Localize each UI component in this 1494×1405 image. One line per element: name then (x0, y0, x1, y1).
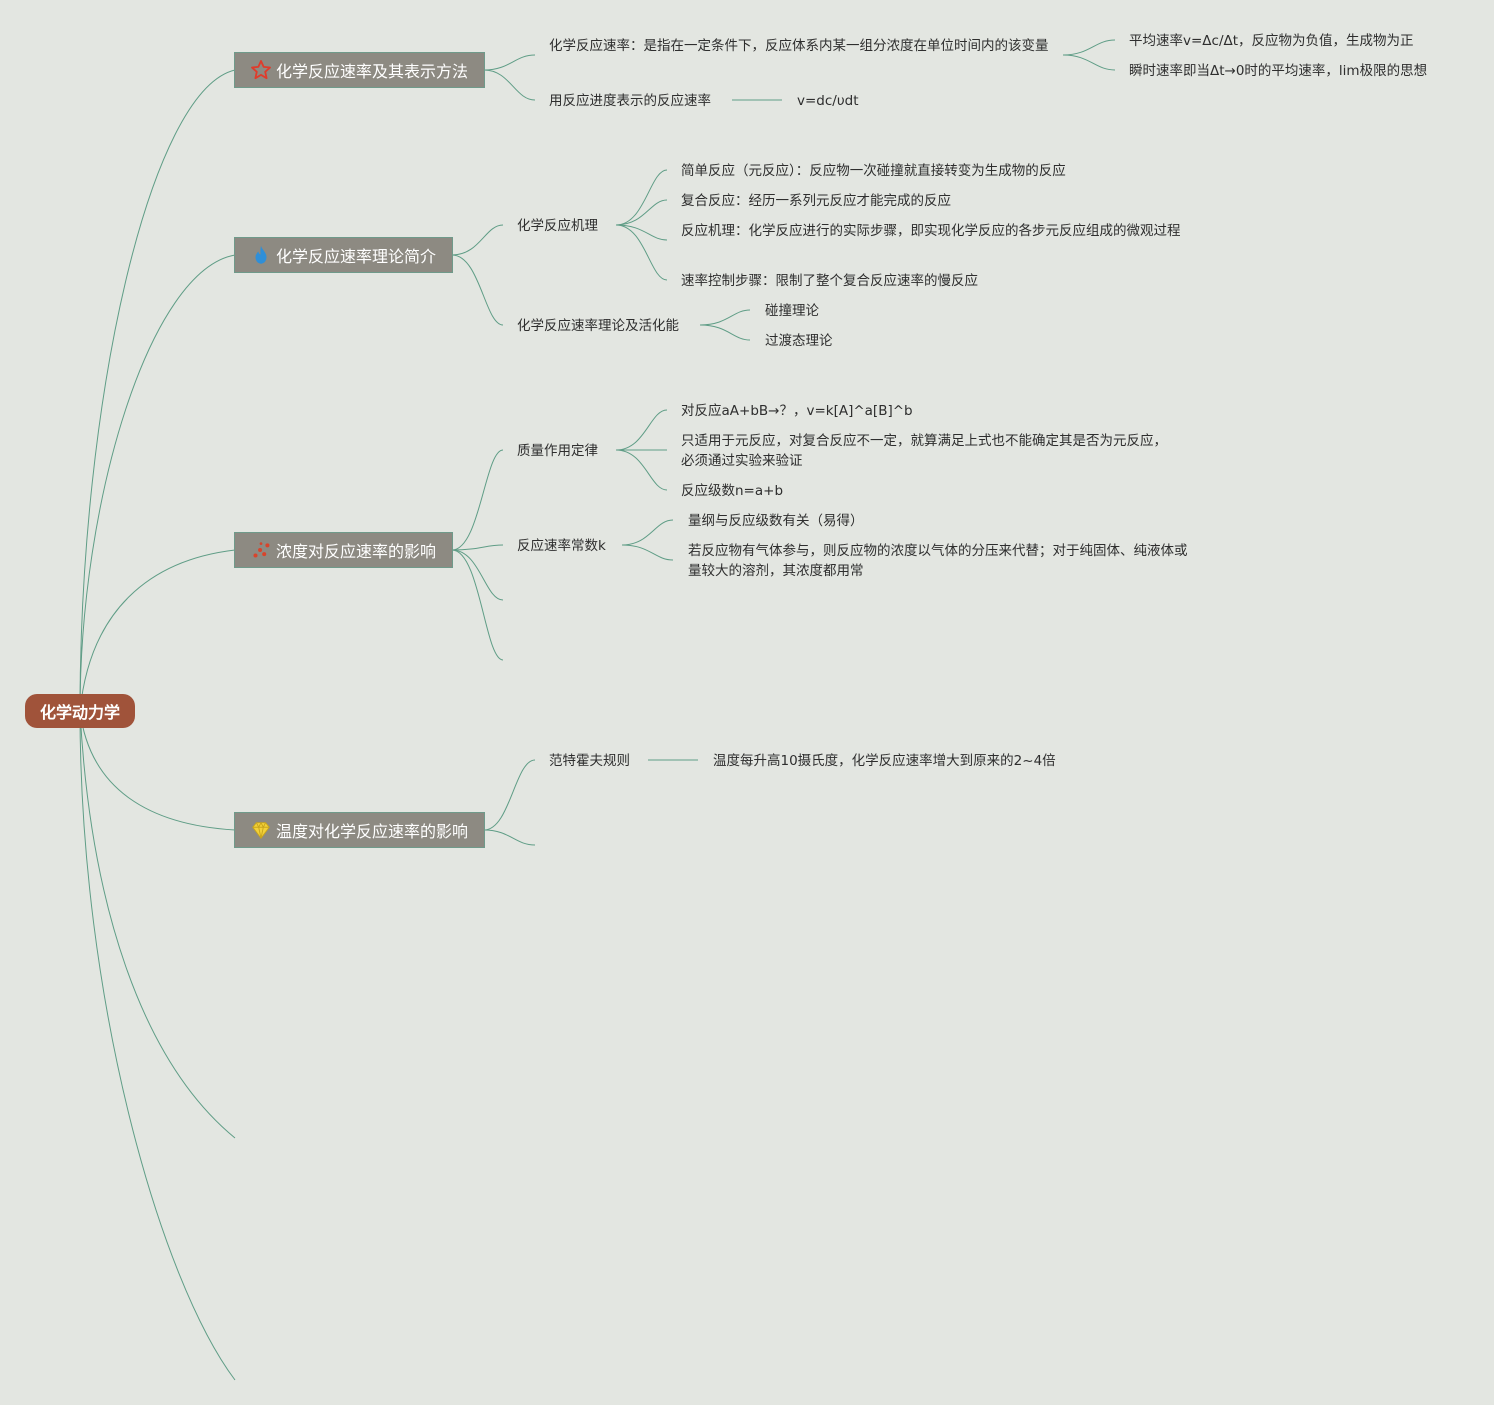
connector-b2c1-leaf4 (615, 224, 668, 281)
node-reaction-mechanism[interactable]: 化学反应机理 (517, 218, 598, 234)
connector-b4-c1 (483, 759, 536, 831)
connector-root-empty-2 (79, 710, 236, 1381)
connector-b1-c2 (483, 69, 536, 101)
connector-root-branch-2 (79, 254, 236, 712)
connector-root-branch-3 (79, 549, 236, 712)
node-activation-energy[interactable]: 化学反应速率理论及活化能 (517, 318, 679, 334)
star-icon (250, 59, 272, 81)
connector-root-empty-1 (79, 710, 236, 1139)
connector-b4-empty1 (483, 829, 536, 846)
connector-b2c2-leaf2 (699, 324, 751, 341)
node-elementary-reaction[interactable]: 简单反应（元反应）：反应物一次碰撞就直接转变为生成物的反应 (681, 163, 1066, 179)
connector-b2c1-leaf2 (615, 199, 668, 226)
node-rate-constant-dimension[interactable]: 量纲与反应级数有关（易得） (688, 513, 864, 529)
connector-root-branch-4 (79, 710, 236, 831)
node-rate-determining-step[interactable]: 速率控制步骤：限制了整个复合反应速率的慢反应 (681, 273, 978, 289)
branch-label: 化学反应速率理论简介 (276, 247, 437, 266)
node-gas-partial-pressure[interactable]: 若反应物有气体参与，则反应物的浓度以气体的分压来代替；对于纯固体、纯液体或量较大… (688, 543, 1188, 579)
node-instant-rate[interactable]: 瞬时速率即当Δt→0时的平均速率，lim极限的思想 (1129, 63, 1428, 79)
connector-b3c2-leaf1 (621, 519, 674, 546)
connector-b1c1-leaf2 (1062, 54, 1116, 71)
branch-concentration-effect[interactable]: 浓度对反应速率的影响 (234, 532, 453, 568)
node-transition-state-theory[interactable]: 过渡态理论 (765, 333, 833, 349)
flame-icon (250, 244, 272, 266)
connector-b2c1-leaf1 (615, 169, 668, 226)
scatter-dots-icon (250, 539, 272, 561)
connector-b3-c1 (451, 449, 504, 551)
node-average-rate[interactable]: 平均速率v=Δc/Δt，反应物为负值，生成物为正 (1129, 33, 1414, 49)
node-reaction-order[interactable]: 反应级数n=a+b (681, 483, 784, 499)
connector-b2-c1 (451, 224, 504, 256)
connector-b2-c2 (451, 254, 504, 326)
connector-root-branch-1 (79, 69, 236, 712)
connector-b3c1-leaf1 (615, 409, 668, 451)
node-mass-action-law[interactable]: 质量作用定律 (517, 443, 598, 459)
connector-b3c1-leaf3 (615, 449, 668, 491)
branch-temperature-effect[interactable]: 温度对化学反应速率的影响 (234, 812, 485, 848)
node-vant-hoff-rule[interactable]: 范特霍夫规则 (549, 753, 630, 769)
node-complex-reaction[interactable]: 复合反应：经历一系列元反应才能完成的反应 (681, 193, 951, 209)
branch-label: 化学反应速率及其表示方法 (276, 62, 469, 81)
node-mechanism-definition[interactable]: 反应机理：化学反应进行的实际步骤，即实现化学反应的各步元反应组成的微观过程 (681, 223, 1181, 239)
node-rate-by-extent[interactable]: 用反应进度表示的反应速率 (549, 93, 711, 109)
node-vant-hoff-statement[interactable]: 温度每升高10摄氏度，化学反应速率增大到原来的2~4倍 (713, 753, 1056, 769)
branch-rate-theory[interactable]: 化学反应速率理论简介 (234, 237, 453, 273)
connector-b2c2-leaf1 (699, 309, 751, 326)
connector-b3-empty1 (451, 549, 504, 601)
root-node[interactable]: 化学动力学 (25, 694, 135, 728)
connector-b3c2-leaf2 (621, 544, 674, 561)
gem-icon (250, 819, 272, 841)
branch-reaction-rate-expression[interactable]: 化学反应速率及其表示方法 (234, 52, 485, 88)
connector-b1c1-leaf1 (1062, 39, 1116, 56)
connector-b3-empty2 (451, 549, 504, 661)
node-rate-law-formula[interactable]: 对反应aA+bB→？，v=k[A]^a[B]^b (681, 403, 913, 419)
branch-label: 浓度对反应速率的影响 (276, 542, 437, 561)
branch-label: 温度对化学反应速率的影响 (276, 822, 469, 841)
node-rate-constant[interactable]: 反应速率常数k (517, 538, 606, 554)
connector-b2c1-leaf3 (615, 224, 668, 241)
node-collision-theory[interactable]: 碰撞理论 (765, 303, 819, 319)
node-mass-action-applicability[interactable]: 只适用于元反应，对复合反应不一定，就算满足上式也不能确定其是否为元反应，必须通过… (681, 433, 1167, 469)
node-rate-definition[interactable]: 化学反应速率：是指在一定条件下，反应体系内某一组分浓度在单位时间内的该变量 (549, 38, 1049, 54)
connector-b3-c2 (451, 544, 504, 551)
connector-b1-c1 (483, 54, 536, 71)
node-rate-formula[interactable]: v=dc/υdt (797, 93, 859, 109)
root-label: 化学动力学 (39, 703, 120, 722)
